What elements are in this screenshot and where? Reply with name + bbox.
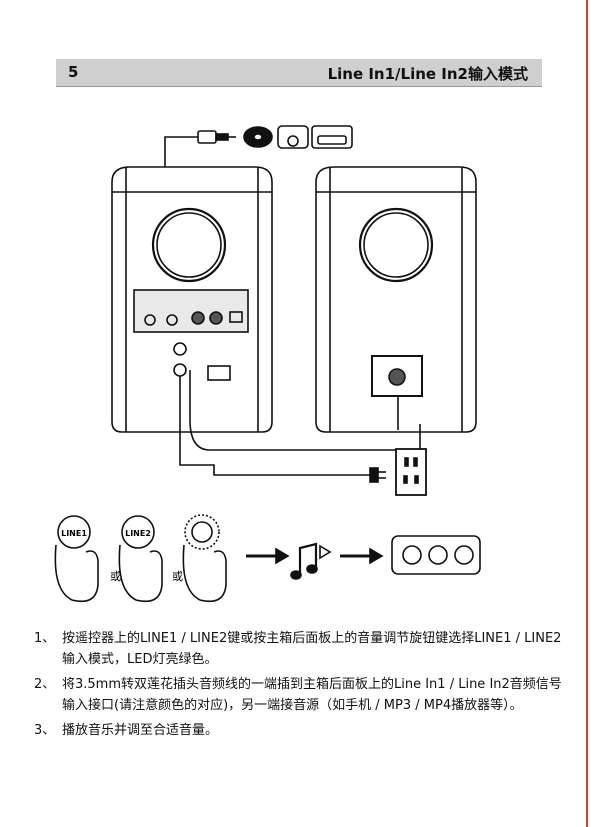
page-header: 5 Line In1/Line In2输入模式 (56, 59, 542, 87)
step-text: 将3.5mm转双莲花插头音频线的一端插到主箱后面板上的Line In1 / Li… (62, 677, 562, 713)
cd-mp3-pc-icon (243, 125, 353, 149)
or-label-1: 或 (110, 570, 121, 583)
instruction-step: 3、 播放音乐并调至合适音量。 (34, 720, 574, 741)
power-plug-icon (369, 467, 386, 483)
step-text: 播放音乐并调至合适音量。 (62, 723, 219, 738)
step-index: 1、 (34, 631, 56, 646)
or-label-2: 或 (172, 570, 183, 583)
arrow-right-icon (246, 547, 290, 565)
line2-button-icon (118, 515, 163, 603)
step-index: 3、 (34, 723, 56, 738)
control-panel-icon (391, 535, 481, 575)
sub-speaker-rear (315, 166, 477, 433)
audio-plug-icon (164, 130, 236, 170)
line1-label: LINE1 (61, 529, 87, 538)
arrow-right-icon (340, 547, 384, 565)
music-note-icon (290, 542, 332, 580)
volume-knob-press-icon (182, 514, 227, 603)
line1-button-icon (54, 515, 99, 603)
page-edge-rule (586, 0, 588, 827)
page-number: 5 (68, 63, 79, 81)
instruction-step: 2、 将3.5mm转双莲花插头音频线的一端插到主箱后面板上的Line In1 /… (34, 674, 574, 716)
instruction-step: 1、 按遥控器上的LINE1 / LINE2键或按主箱后面板上的音量调节旋钮键选… (34, 628, 574, 670)
page-title: Line In1/Line In2输入模式 (327, 65, 528, 83)
instruction-list: 1、 按遥控器上的LINE1 / LINE2键或按主箱后面板上的音量调节旋钮键选… (34, 628, 574, 745)
step-text: 按遥控器上的LINE1 / LINE2键或按主箱后面板上的音量调节旋钮键选择LI… (62, 631, 562, 667)
main-speaker-rear (111, 166, 273, 433)
wall-outlet-icon (395, 448, 427, 496)
line2-label: LINE2 (125, 529, 151, 538)
step-index: 2、 (34, 677, 56, 692)
